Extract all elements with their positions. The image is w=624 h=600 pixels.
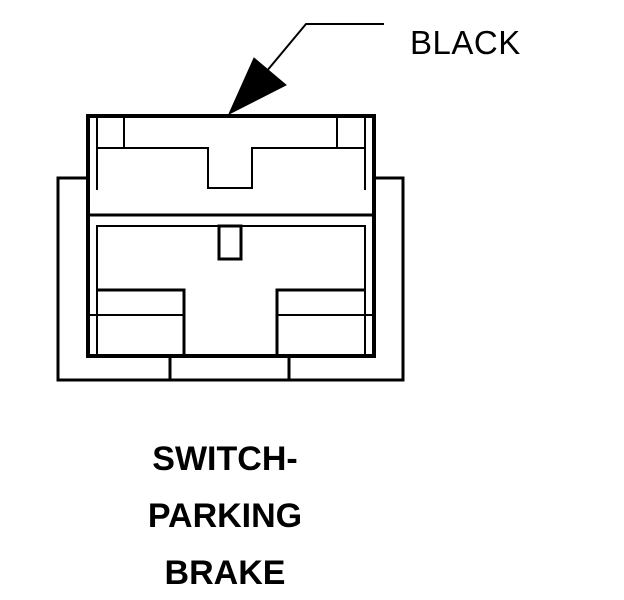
- connector-outer-housing: [56, 176, 405, 382]
- lower-right-terminal: [275, 288, 365, 356]
- upper-key-notch: [97, 147, 365, 189]
- center-key-tab: [217, 224, 243, 261]
- caption-line-parking: PARKING: [147, 497, 303, 535]
- lower-left-terminal: [97, 288, 186, 356]
- callout-arrowhead: [227, 57, 287, 116]
- callout-label-black: BLACK: [410, 24, 521, 61]
- callout-leader-line: [265, 23, 384, 73]
- caption-line-brake: BRAKE: [164, 554, 286, 592]
- caption-line-switch: SWITCH-: [152, 440, 298, 478]
- connector-body: [86, 114, 376, 358]
